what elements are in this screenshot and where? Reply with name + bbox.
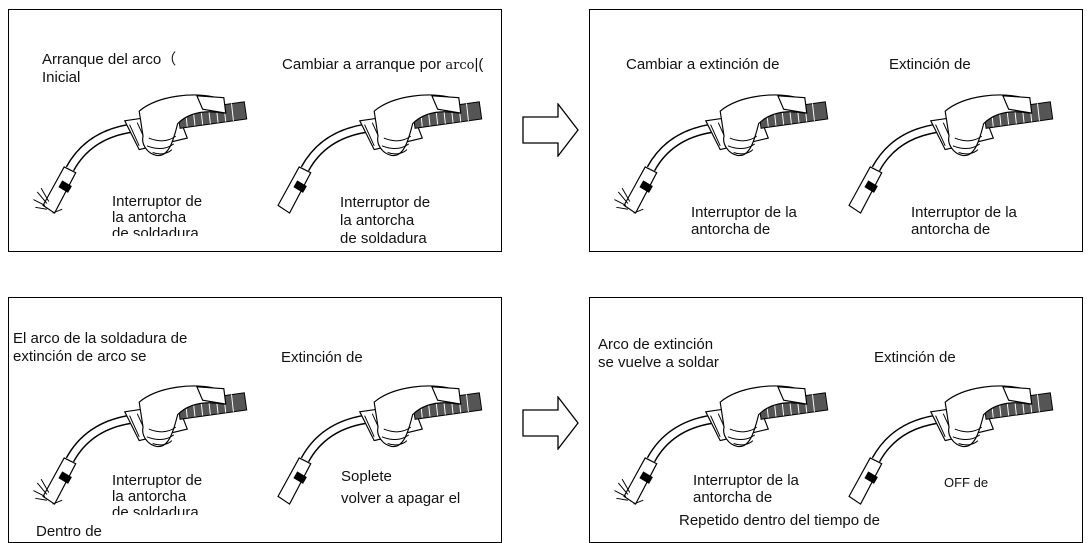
p4-left-switch-line2: antorcha de — [693, 489, 773, 506]
p4-left-switch-line1: Interruptor de la — [693, 472, 799, 489]
p3-right-switch-line2: volver a apagar el — [341, 490, 461, 507]
p2-right-title: Extinción de — [889, 56, 971, 73]
p3-left-switch-label: Interruptor de la antorcha de soldadura — [112, 472, 203, 515]
p4-left-title-line2: se vuelve a soldar — [598, 354, 719, 371]
p3-left-title-line2: extinción de arco se — [13, 348, 147, 365]
arrow-right-icon — [522, 396, 580, 450]
p2-left-switch-line2: antorcha de — [691, 221, 771, 238]
arrow-right-icon — [522, 103, 580, 157]
p2-right-switch-line2: antorcha de — [911, 221, 991, 238]
p4-right-title: Extinción de — [874, 349, 956, 366]
panel-arc-restrike: El arco de la soldadura de extinción de … — [8, 297, 502, 543]
p4-bottom-label: Repetido dentro del tiempo de — [679, 512, 880, 529]
p3-right-title: Extinción de — [281, 349, 363, 366]
p2-left-title: Cambiar a extinción de — [626, 56, 780, 73]
p4-left-title-line1: Arco de extinción — [598, 336, 714, 353]
p3-left-title-line1: El arco de la soldadura de — [13, 330, 188, 347]
p4-right-switch-label: OFF de — [944, 475, 989, 490]
torch-illustration — [264, 90, 494, 205]
panel-arc-extinction: Cambiar a extinción de Extinción de Inte… — [589, 9, 1083, 252]
p1-left-title-line2: Inicial — [42, 69, 81, 86]
p3-right-switch-line1: Soplete — [341, 468, 392, 485]
torch-illustration-arc — [29, 90, 259, 215]
p2-left-switch-line1: Interruptor de la — [691, 204, 797, 221]
p1-left-switch-label: Interruptor de la antorcha de soldadura — [112, 193, 203, 236]
panel-arc-start: Arranque del arco（ Inicial Cambiar a arr… — [8, 9, 502, 252]
p2-right-switch-line1: Interruptor de la — [911, 204, 1017, 221]
p3-bottom-label: Dentro de — [36, 523, 102, 540]
p1-left-title-line1: Arranque del arco（ — [42, 51, 177, 68]
torch-illustration — [835, 90, 1065, 205]
p1-right-switch-label: Interruptor de la antorcha de soldadura — [340, 194, 431, 244]
p1-right-title: Cambiar a arranque por arco|( — [282, 56, 484, 73]
panel-repeat-welding: Arco de extinción se vuelve a soldar Ext… — [589, 297, 1083, 543]
torch-illustration-arc — [610, 90, 840, 215]
